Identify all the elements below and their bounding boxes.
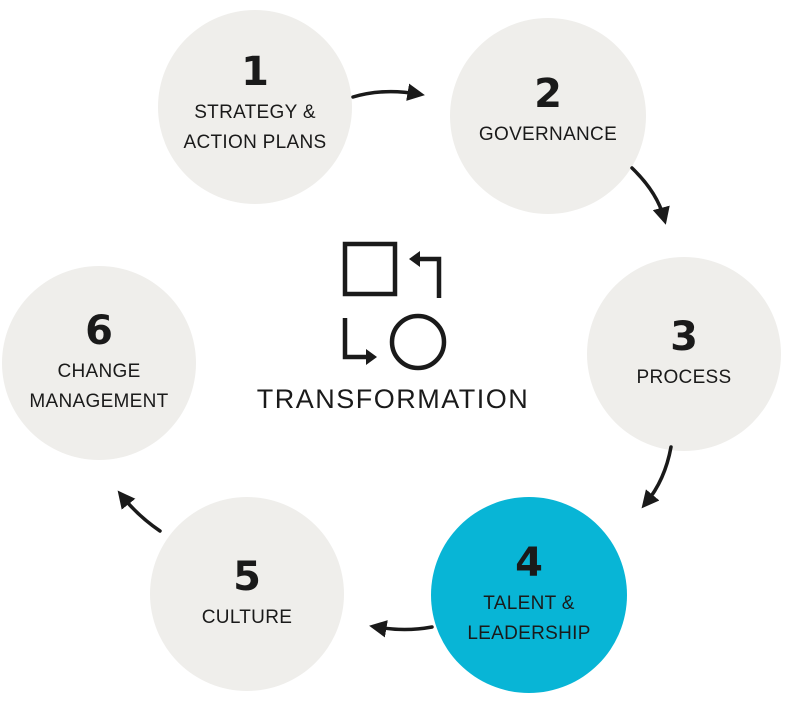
transformation-icon xyxy=(342,241,447,371)
arrowhead-icon xyxy=(366,349,377,365)
step-label: CULTURE xyxy=(201,607,293,628)
arrowhead-icon xyxy=(409,251,420,267)
step-6-change-management: 6 CHANGE MANAGEMENT xyxy=(2,266,196,460)
turn-arrow-icon xyxy=(342,318,367,360)
circle-icon xyxy=(389,313,447,371)
center-title: TRANSFORMATION xyxy=(256,384,530,414)
step-2-governance: 2 GOVERNANCE xyxy=(450,18,646,214)
step-4-talent-leadership: 4 TALENT & LEADERSHIP xyxy=(431,497,627,693)
square-icon xyxy=(342,241,398,297)
arrow-4-to-5 xyxy=(369,620,434,638)
arrow-3-to-4 xyxy=(641,445,673,509)
step-number: 4 xyxy=(515,540,543,586)
step-label: GOVERNANCE xyxy=(478,124,618,145)
step-label: STRATEGY & ACTION PLANS xyxy=(183,102,327,153)
step-label: CHANGE MANAGEMENT xyxy=(29,361,169,412)
step-number: 5 xyxy=(233,554,261,600)
arrow-5-to-6 xyxy=(117,490,162,533)
step-3-process: 3 PROCESS xyxy=(587,257,781,451)
arrow-2-to-3 xyxy=(630,166,670,225)
step-5-culture: 5 CULTURE xyxy=(150,497,344,691)
arrow-1-to-2 xyxy=(351,83,425,101)
step-number: 2 xyxy=(534,71,562,117)
step-number: 3 xyxy=(670,314,698,360)
step-label: TALENT & LEADERSHIP xyxy=(467,593,591,644)
turn-arrow-icon xyxy=(420,256,442,298)
step-number: 6 xyxy=(85,308,113,354)
step-label: PROCESS xyxy=(636,367,732,388)
step-1-strategy-action-plans: 1 STRATEGY & ACTION PLANS xyxy=(158,10,352,204)
step-number: 1 xyxy=(241,49,269,95)
